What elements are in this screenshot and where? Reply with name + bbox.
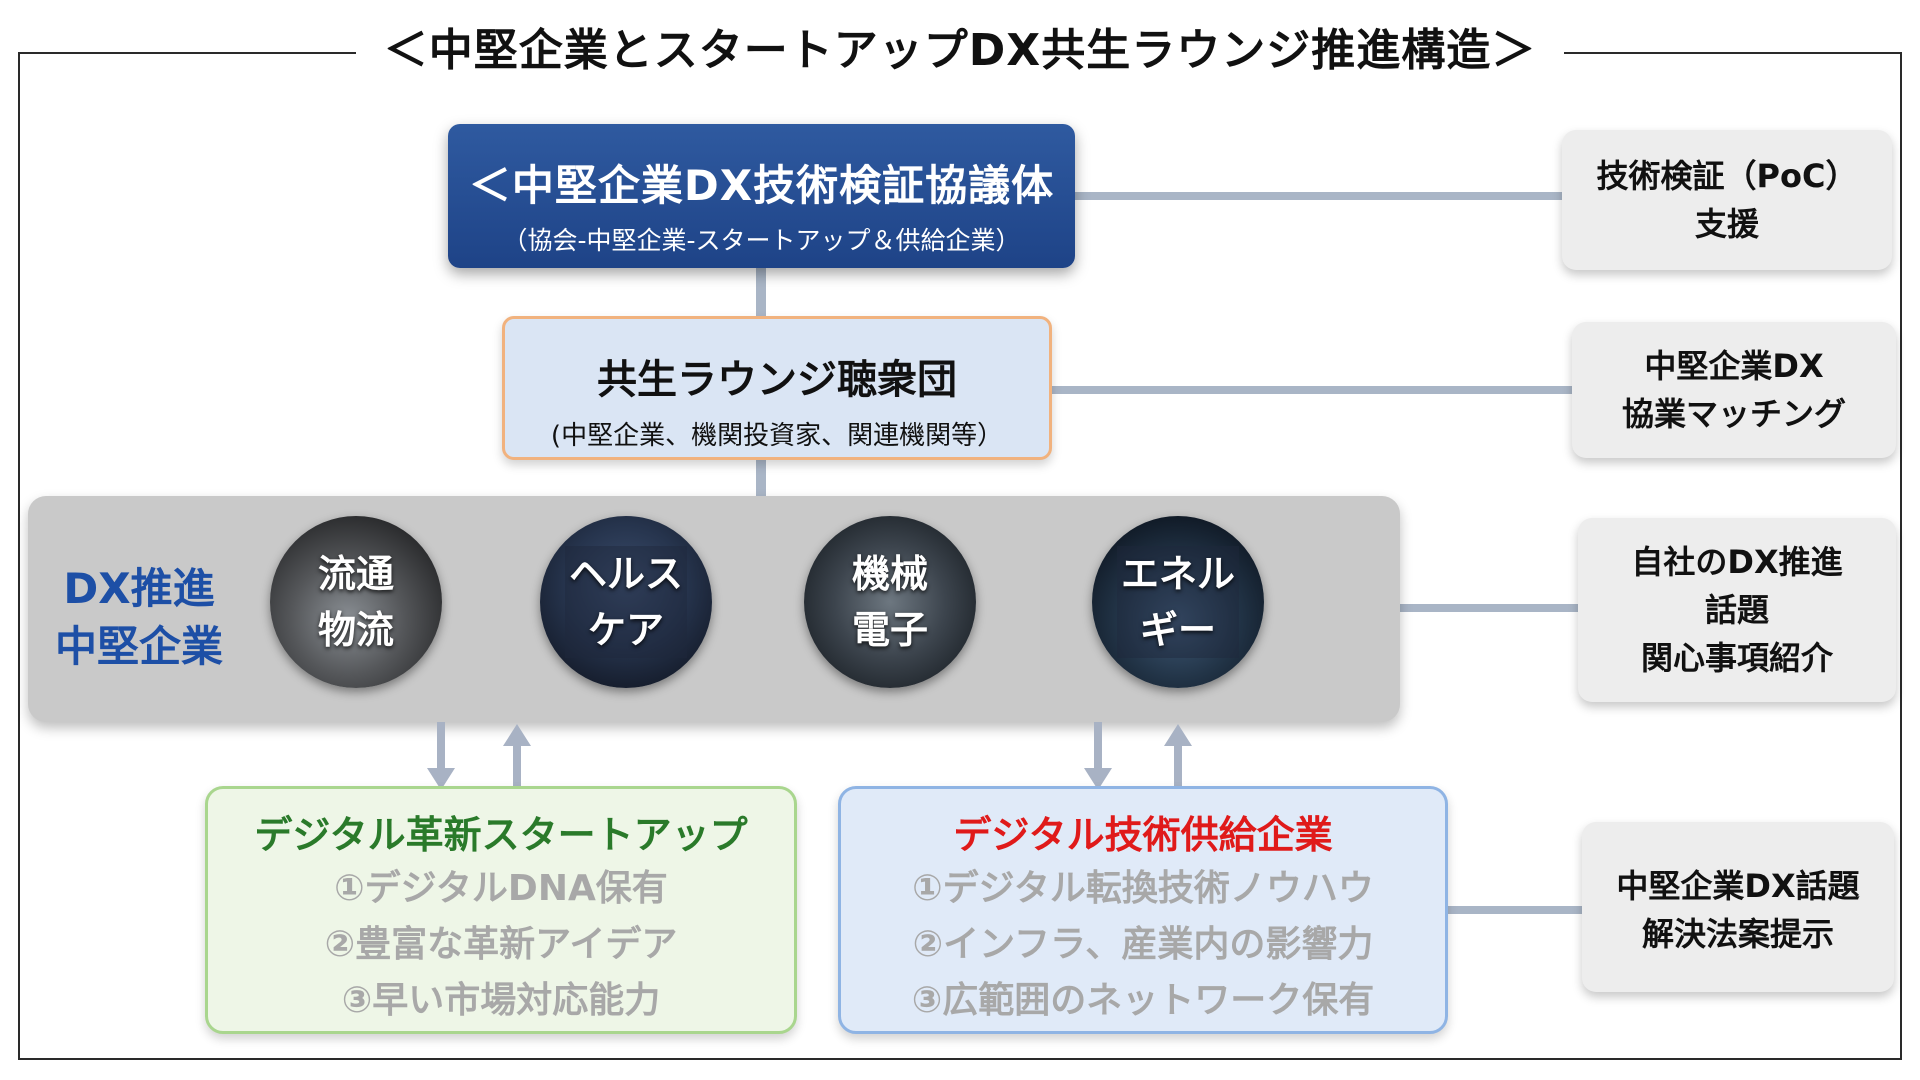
- arrow-down-icon: [427, 722, 455, 790]
- startups-item: ③早い市場対応能力: [341, 980, 661, 1021]
- arrow-up-icon: [1164, 724, 1192, 788]
- connector-lounge-band: [756, 460, 766, 498]
- side-box-line: 中堅企業DX: [1644, 347, 1824, 385]
- side-box-line: 協業マッチング: [1621, 395, 1846, 433]
- sector-label: 機械: [851, 552, 928, 596]
- sector-circle-energy: エネル ギー: [1092, 516, 1264, 688]
- connector-suppliers-side4: [1448, 906, 1582, 914]
- side-box-poc-support: 技術検証（PoC） 支援: [1562, 130, 1892, 270]
- connector-council-lounge: [756, 268, 766, 318]
- council-subtitle: （協会-中堅企業-スタートアップ＆供給企業）: [502, 226, 1021, 255]
- side-box-topics: 自社のDX推進 話題 関心事項紹介: [1578, 518, 1896, 702]
- suppliers-item: ①デジタル転換技術ノウハウ: [912, 868, 1374, 909]
- dx-band-label-line2: 中堅企業: [54, 622, 223, 671]
- connector-council-side1: [1075, 192, 1563, 200]
- suppliers-box: デジタル技術供給企業 ①デジタル転換技術ノウハウ ②インフラ、産業内の影響力 ③…: [838, 786, 1448, 1034]
- sector-label: ヘルス: [564, 546, 687, 602]
- lounge-subtitle: (中堅企業、機関投資家、関連機関等）: [550, 421, 1004, 451]
- startups-title: デジタル革新スタートアップ: [254, 813, 748, 857]
- suppliers-title: デジタル技術供給企業: [953, 813, 1333, 857]
- connector-band-side3: [1400, 604, 1578, 612]
- sector-label: 流通: [317, 552, 394, 596]
- page-title-text: ＜中堅企業とスタートアップDX共生ラウンジ推進構造＞: [355, 14, 1565, 78]
- lounge-title: 共生ラウンジ聴衆団: [597, 357, 957, 403]
- sector-circle-healthcare: ヘルス ケア: [540, 516, 712, 688]
- side-box-line: 支援: [1694, 205, 1759, 243]
- suppliers-item: ②インフラ、産業内の影響力: [912, 924, 1374, 965]
- side-box-solutions: 中堅企業DX話題 解決法案提示: [1582, 822, 1894, 992]
- dx-band-label-line1: DX推進: [63, 564, 215, 613]
- sector-label: エネル: [1116, 546, 1239, 602]
- sector-label: ケア: [564, 602, 687, 658]
- side-box-line: 関心事項紹介: [1640, 639, 1833, 677]
- sector-circle-machinery: 機械 電子: [804, 516, 976, 688]
- sector-label: ギー: [1116, 602, 1239, 658]
- side-box-line: 自社のDX推進: [1631, 543, 1843, 581]
- dx-band-label: DX推進 中堅企業: [28, 560, 250, 676]
- page-title: ＜中堅企業とスタートアップDX共生ラウンジ推進構造＞: [0, 14, 1920, 78]
- side-box-line: 解決法案提示: [1641, 915, 1834, 953]
- side-box-line: 話題: [1704, 591, 1769, 629]
- arrow-down-icon: [1084, 722, 1112, 790]
- sector-circle-logistics: 流通 物流: [270, 516, 442, 688]
- lounge-box: 共生ラウンジ聴衆団 (中堅企業、機関投資家、関連機関等）: [502, 316, 1052, 460]
- arrow-up-icon: [503, 724, 531, 788]
- connector-lounge-side2: [1052, 386, 1572, 394]
- side-box-matching: 中堅企業DX 協業マッチング: [1572, 322, 1896, 458]
- council-title: ＜中堅企業DX技術検証協議体: [468, 161, 1055, 210]
- suppliers-item: ③広範囲のネットワーク保有: [911, 980, 1375, 1021]
- startups-item: ①デジタルDNA保有: [334, 868, 668, 909]
- side-box-line: 中堅企業DX話題: [1616, 867, 1860, 905]
- sector-label: 電子: [851, 608, 928, 652]
- startups-item: ②豊富な革新アイデア: [324, 924, 678, 965]
- council-box: ＜中堅企業DX技術検証協議体 （協会-中堅企業-スタートアップ＆供給企業）: [448, 124, 1075, 268]
- sector-label: 物流: [317, 608, 394, 652]
- side-box-line: 技術検証（PoC）: [1596, 157, 1858, 195]
- startups-box: デジタル革新スタートアップ ①デジタルDNA保有 ②豊富な革新アイデア ③早い市…: [205, 786, 797, 1034]
